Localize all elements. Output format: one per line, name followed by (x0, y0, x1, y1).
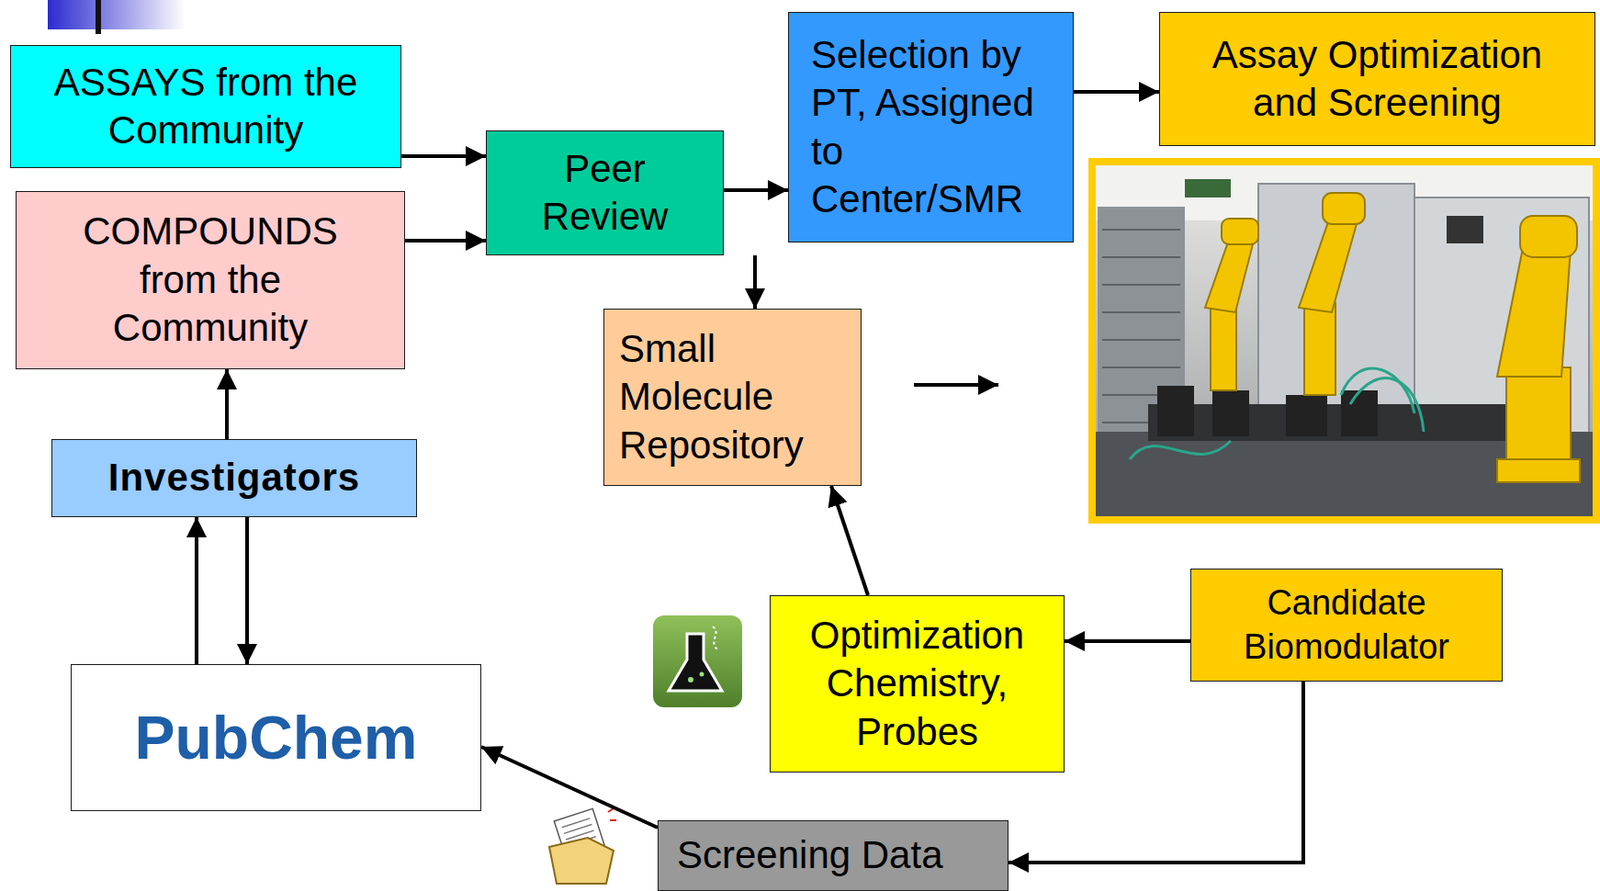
assay-box: ASSAYS from the Community (10, 45, 402, 169)
node-text: Peer Review (505, 145, 705, 242)
connector-arrow (401, 154, 486, 158)
node-text: ASSAYS from the Community (23, 58, 388, 156)
corner-tick (95, 0, 102, 34)
exit-sign (1184, 179, 1231, 198)
monitor (1446, 215, 1484, 244)
robot-lab-photo (1088, 157, 1600, 524)
repository-box: Small Molecule Repository (603, 308, 862, 486)
robot-arm (1205, 218, 1259, 391)
connector-arrow (723, 188, 789, 192)
screening-box: Assay Optimization and Screening (1159, 11, 1596, 147)
connector-arrow (225, 369, 229, 440)
data-box: Screening Data (657, 820, 1009, 891)
investigator-box: Investigators (51, 439, 417, 518)
connector-arrow (831, 485, 868, 596)
robot-arm (1298, 192, 1365, 395)
node-text: PubChem (134, 699, 417, 777)
node-text: Screening Data (676, 831, 944, 880)
connector-arrow (194, 517, 199, 665)
review-box: Peer Review (485, 130, 724, 256)
connector-arrow (753, 255, 757, 309)
compound-box: COMPOUNDS from the Community (15, 191, 406, 370)
folder-body (549, 837, 614, 884)
folder-icon (549, 808, 617, 884)
bubble (687, 676, 694, 683)
selection-box: Selection by PT, Assigned to Center/SMR (788, 11, 1074, 243)
connector-arrow (481, 746, 658, 828)
node-text: Selection by PT, Assigned to Center/SMR (811, 31, 1051, 225)
connector-arrow (1073, 90, 1160, 94)
node-text: COMPOUNDS from the Community (44, 207, 377, 353)
biomodulator-box: Candidate Biomodulator (1190, 568, 1503, 682)
robot-arm (1497, 215, 1580, 483)
vapour (712, 626, 719, 651)
bubble (699, 672, 705, 677)
photo-background (1095, 165, 1593, 517)
icon-background (653, 615, 743, 708)
photo-frame (1088, 157, 1600, 524)
chemistry-box: Optimization Chemistry, Probes (769, 595, 1065, 773)
node-text: Assay Optimization and Screening (1187, 31, 1567, 128)
node-text: Investigators (108, 453, 361, 503)
photo-arrow (913, 383, 999, 387)
node-text: Candidate Biomodulator (1204, 581, 1489, 669)
node-text: Optimization Chemistry, Probes (783, 611, 1051, 757)
flask-icon (653, 615, 743, 708)
instrument-blocks (1157, 385, 1378, 437)
connector-arrow (405, 238, 486, 243)
node-text: Small Molecule Repository (619, 325, 846, 471)
corner-bar (47, 0, 186, 30)
connector-arrow (245, 517, 249, 665)
pubchem-logo: PubChem (70, 664, 482, 812)
connector-arrow (1064, 639, 1191, 643)
cables (1129, 368, 1424, 460)
